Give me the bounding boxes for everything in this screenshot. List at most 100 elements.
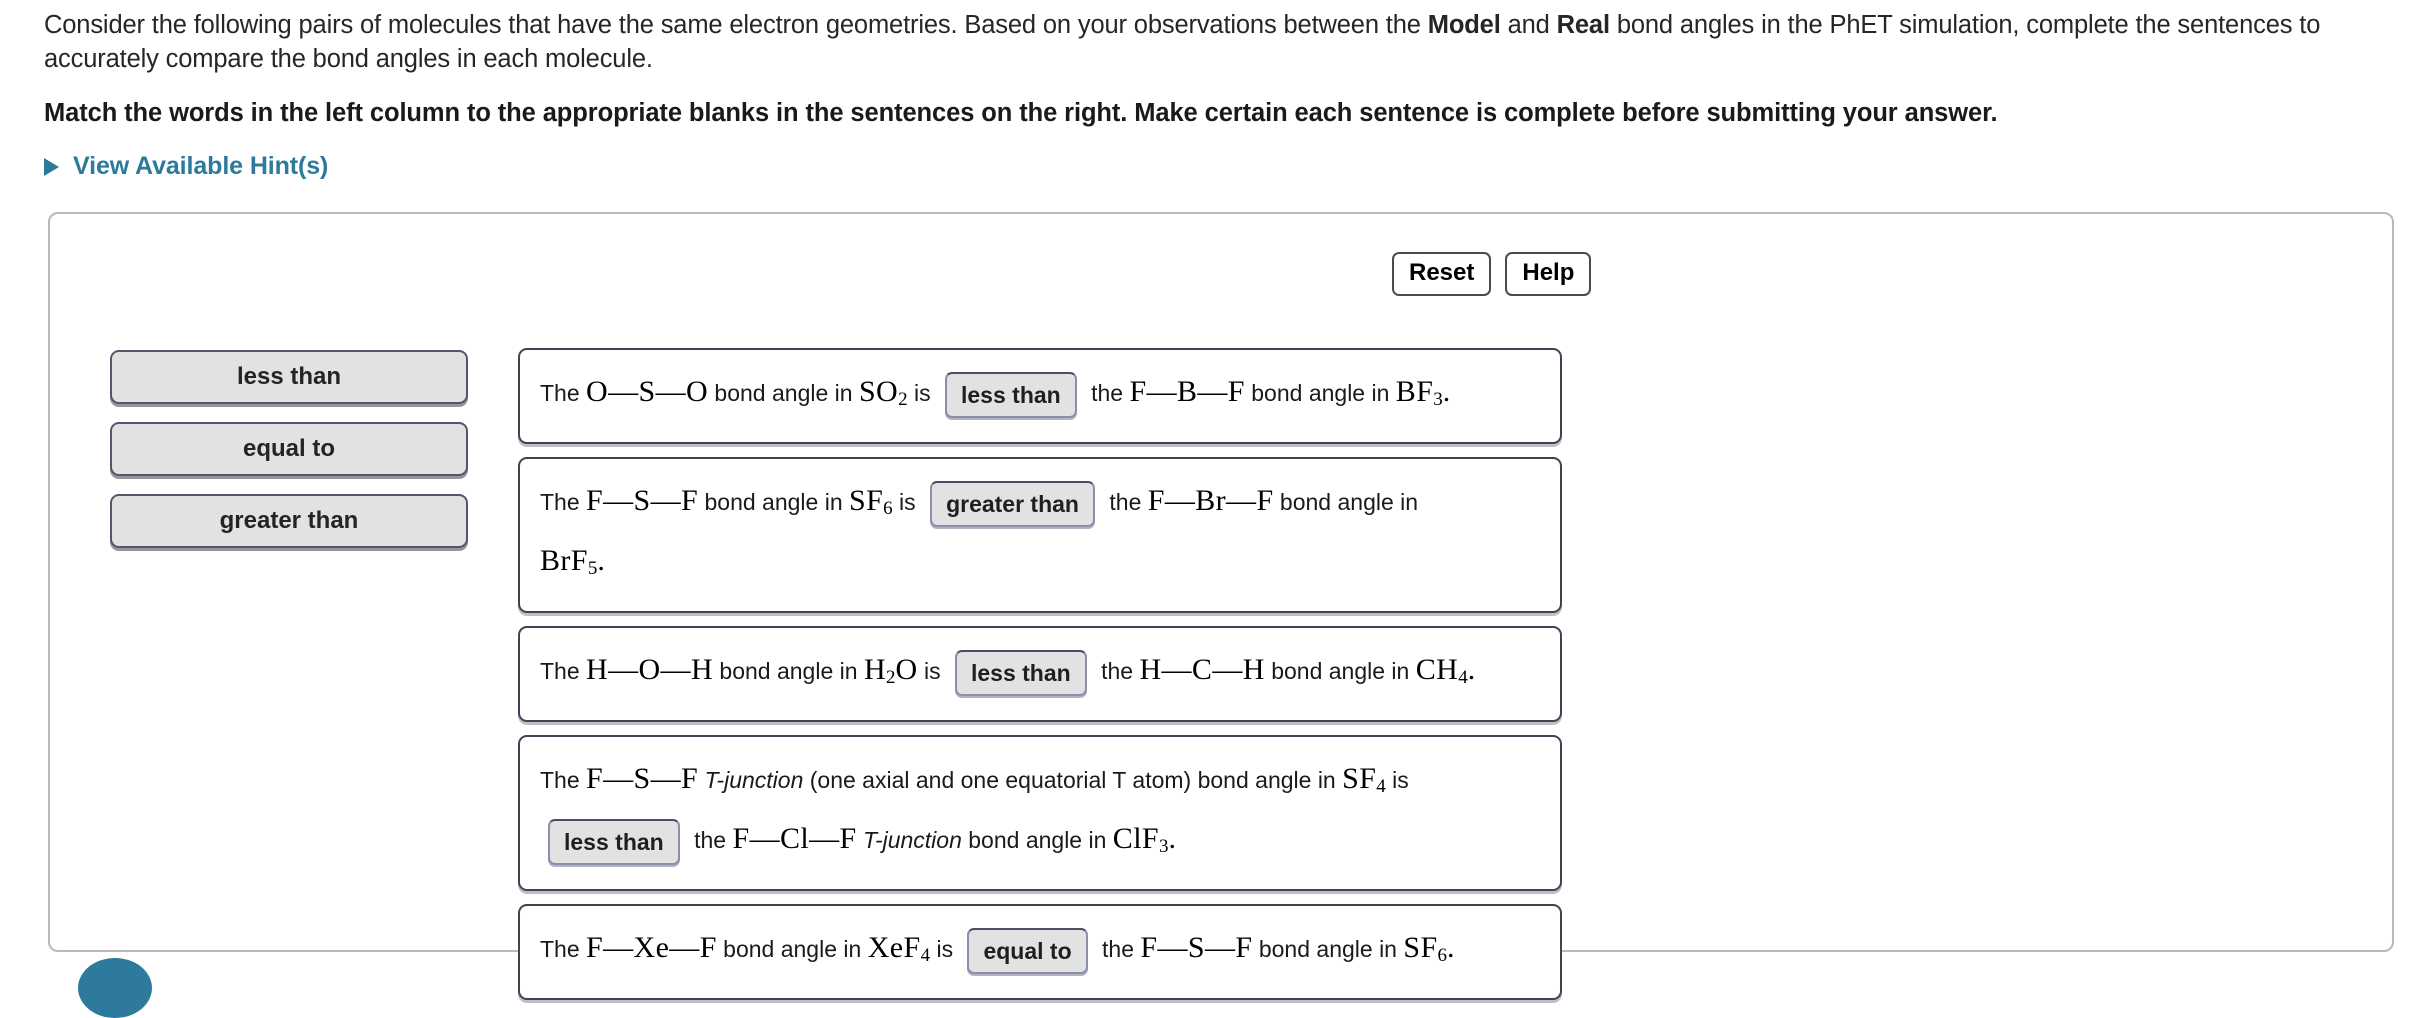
formula-text: BrF	[540, 544, 588, 577]
answer-dropzone[interactable]: less than	[548, 818, 680, 865]
formula-subscript: 5	[587, 558, 598, 579]
formula-text: F—Cl—F	[732, 822, 857, 855]
sentence-text: is	[892, 489, 923, 515]
answer-dropzone[interactable]: equal to	[967, 927, 1088, 974]
formula-text: .	[1467, 653, 1476, 686]
formula-subscript: 6	[883, 498, 893, 519]
view-hints-label: View Available Hint(s)	[73, 152, 329, 180]
chemical-formula: F—S—F	[586, 484, 698, 517]
sentence-sf6-brf5: The F—S—F bond angle in SF6 is greater t…	[518, 457, 1562, 613]
sentence-text: the	[687, 827, 733, 853]
triangle-right-icon	[44, 158, 59, 176]
sentence-text: is	[907, 380, 937, 406]
answer-dropzone[interactable]: less than	[954, 649, 1087, 696]
sentence-text: (one axial and one equatorial T atom) bo…	[803, 767, 1343, 793]
sentence-line: The H—O—H bond angle in H2O is less than…	[540, 644, 1542, 704]
formula-text: SF	[1403, 931, 1438, 964]
chemical-formula: F—B—F	[1129, 375, 1244, 408]
formula-subscript: 4	[1458, 667, 1468, 688]
chemical-formula: H—C—H	[1139, 653, 1264, 686]
chemical-formula: F—Br—F	[1148, 484, 1274, 517]
sentence-text: the	[1103, 489, 1148, 515]
sentence-line: The F—Xe—F bond angle in XeF4 is equal t…	[540, 922, 1542, 982]
submit-button-partial[interactable]	[78, 958, 152, 1018]
chemical-formula: F—S—F	[1140, 931, 1252, 964]
sentence-text: bond angle in	[1252, 936, 1404, 962]
formula-text: H	[863, 653, 887, 686]
word-bank-tile[interactable]: greater than	[110, 494, 468, 548]
chemical-formula: CH4	[1415, 653, 1468, 688]
sentence-text: The	[540, 489, 587, 515]
formula-subscript: 3	[1159, 836, 1169, 857]
formula-text: XeF	[867, 931, 921, 964]
answer-dropzone[interactable]: less than	[945, 371, 1077, 418]
sentence-text: the	[1095, 936, 1141, 962]
formula-text: .	[1447, 931, 1455, 964]
prompt-instruction: Match the words in the left column to th…	[44, 99, 1998, 127]
formula-subscript: 4	[920, 945, 931, 966]
answer-dropzone[interactable]: greater than	[930, 480, 1095, 527]
sentence-text: is	[930, 936, 960, 962]
chemical-formula: H2O	[863, 653, 918, 688]
chemical-formula: F—S—F	[586, 762, 698, 795]
formula-text: .	[1442, 375, 1451, 408]
sentence-text: bond angle in	[698, 489, 849, 515]
sentence-text: The	[540, 936, 587, 962]
chemical-formula: .	[597, 544, 605, 577]
reset-button[interactable]: Reset	[1392, 252, 1492, 296]
prompt-bold-model: Model	[1427, 11, 1501, 39]
prompt-intro-mid: and	[1500, 11, 1557, 39]
view-hints-link[interactable]: View Available Hint(s)	[44, 152, 328, 181]
sentence-line: The F—S—F bond angle in SF6 is greater t…	[540, 475, 1542, 535]
sentence-text: bond angle in	[961, 827, 1113, 853]
prompt-intro-post: bond angles in the PhET simulation, comp…	[44, 11, 2321, 73]
chemical-formula: .	[1468, 653, 1476, 686]
formula-subscript: 4	[1376, 776, 1386, 797]
formula-text: SO	[858, 375, 899, 408]
formula-text: .	[1168, 822, 1177, 855]
word-bank-tile[interactable]: equal to	[110, 422, 468, 476]
formula-text: BF	[1395, 375, 1434, 408]
help-button[interactable]: Help	[1505, 252, 1592, 296]
formula-subscript: 2	[886, 667, 896, 688]
formula-text: ClF	[1112, 822, 1160, 855]
sentence-list: The O—S—O bond angle in SO2 is less than…	[518, 348, 1562, 1000]
formula-text: F—S—F	[1140, 931, 1253, 964]
chemical-formula: BrF5	[540, 544, 598, 579]
sentence-text: the	[1084, 380, 1130, 406]
sentence-xef4-sf6: The F—Xe—F bond angle in XeF4 is equal t…	[518, 904, 1562, 1000]
formula-text: H—C—H	[1139, 653, 1265, 686]
sentence-text: bond angle in	[1244, 380, 1396, 406]
formula-text: O	[895, 653, 918, 686]
sentence-text: is	[917, 658, 947, 684]
sentence-emphasis: T-junction	[698, 767, 804, 793]
chemical-formula: SO2	[858, 375, 908, 410]
sentence-text: The	[540, 658, 587, 684]
sentence-text: bond angle in	[713, 658, 864, 684]
sentence-text: bond angle in	[708, 380, 859, 406]
sentence-text: is	[1385, 767, 1409, 793]
chemical-formula: H—O—H	[586, 653, 713, 686]
formula-text: CH	[1415, 653, 1459, 686]
sentence-line: The O—S—O bond angle in SO2 is less than…	[540, 366, 1542, 426]
formula-text: H—O—H	[586, 653, 714, 686]
chemical-formula: BF3	[1395, 375, 1443, 410]
sentence-text: bond angle in	[1264, 658, 1416, 684]
formula-subscript: 2	[898, 389, 908, 410]
chemical-formula: F—Xe—F	[586, 931, 717, 964]
sentence-text: bond angle in	[716, 936, 868, 962]
word-bank-tile[interactable]: less than	[110, 350, 468, 404]
chemical-formula: .	[1447, 931, 1455, 964]
card-toolbar: Reset Help	[1392, 252, 1592, 296]
sentence-so2-bf3: The O—S—O bond angle in SO2 is less than…	[518, 348, 1562, 444]
formula-text: SF	[849, 484, 884, 517]
prompt-bold-real: Real	[1556, 11, 1610, 39]
sentence-sf4-clf3: The F—S—F T-junction (one axial and one …	[518, 735, 1562, 891]
formula-text: SF	[1342, 762, 1377, 795]
chemical-formula: ClF3	[1112, 822, 1169, 857]
chemical-formula: O—S—O	[586, 375, 708, 408]
formula-text: F—Br—F	[1147, 484, 1274, 517]
prompt-paragraph: Consider the following pairs of molecule…	[44, 8, 2394, 76]
sentence-line: BrF5.	[540, 535, 1542, 595]
chemical-formula: .	[1443, 375, 1451, 408]
